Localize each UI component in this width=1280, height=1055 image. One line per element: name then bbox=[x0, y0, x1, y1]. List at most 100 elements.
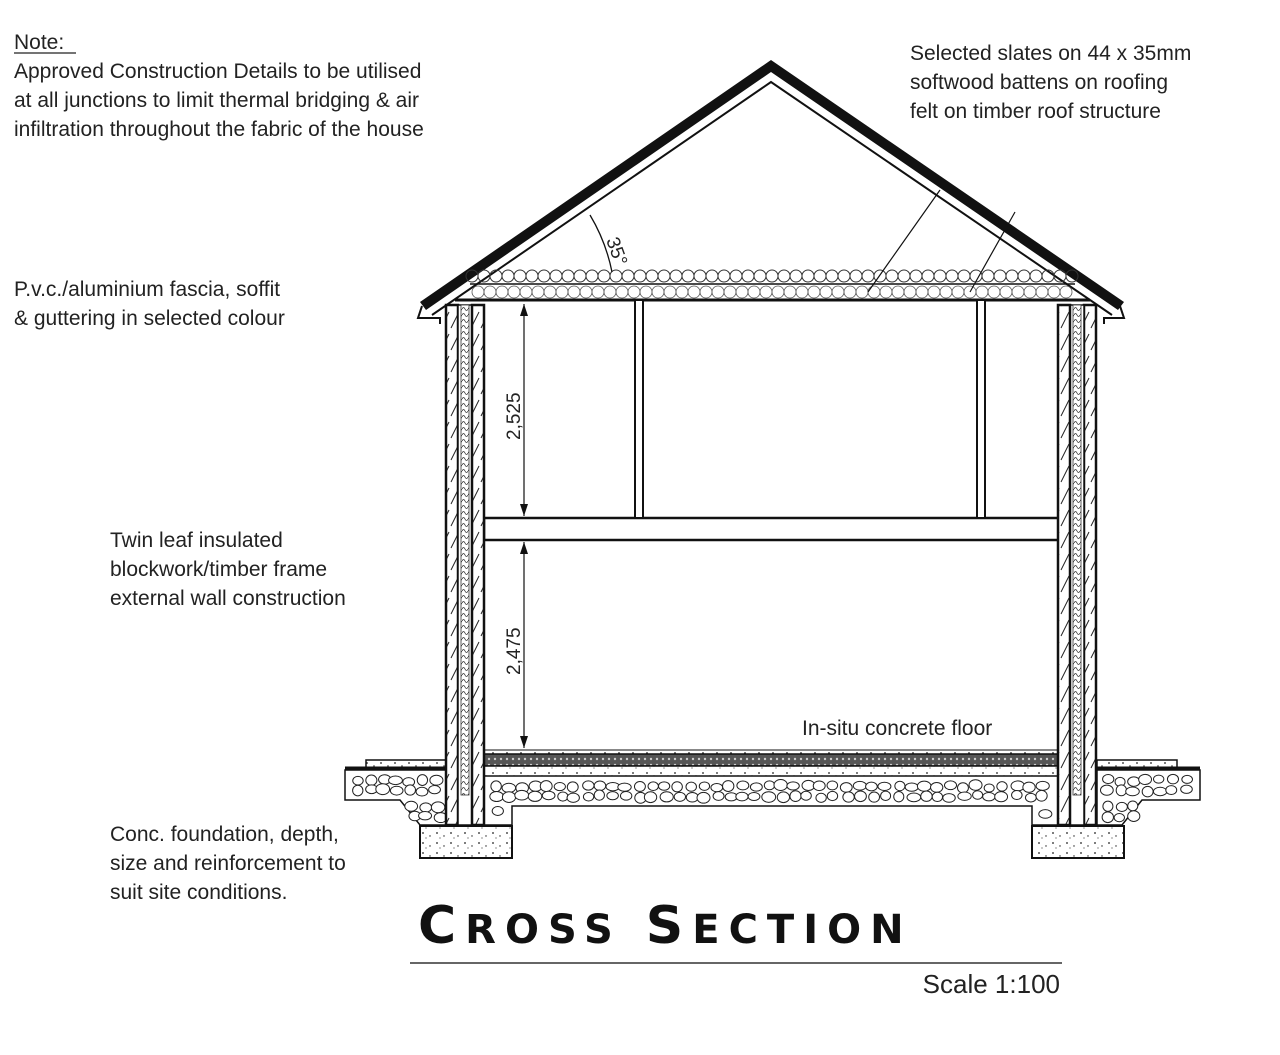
hardcore-stone bbox=[906, 792, 922, 803]
label-line: Selected slates on 44 x 35mm bbox=[910, 42, 1191, 65]
hardcore-stone bbox=[972, 790, 984, 800]
hardcore-stone bbox=[566, 792, 580, 803]
insulation-roll bbox=[837, 269, 851, 283]
gutter-fascia bbox=[416, 305, 1126, 324]
hardcore-stone bbox=[1099, 784, 1114, 796]
foundation-label: Conc. foundation, depth, size and reinfo… bbox=[110, 823, 346, 904]
hardcore-stone bbox=[880, 790, 892, 802]
insulation-roll bbox=[687, 285, 701, 299]
hardcore-stone bbox=[429, 774, 444, 786]
hardcore-stone bbox=[419, 802, 433, 813]
external-walls bbox=[444, 303, 1098, 827]
hardcore-stone bbox=[617, 782, 632, 792]
label-line: blockwork/timber frame bbox=[110, 558, 327, 581]
hardcore-stone bbox=[404, 800, 419, 812]
ground bbox=[344, 759, 1201, 859]
hardcore-stone bbox=[957, 791, 972, 801]
hardcore-stone bbox=[1035, 780, 1050, 791]
insulation-roll bbox=[945, 269, 959, 283]
hardcore-stone bbox=[582, 780, 595, 791]
insulation-roll bbox=[1011, 285, 1025, 299]
leader-line bbox=[867, 189, 941, 293]
label-line: external wall construction bbox=[110, 587, 346, 610]
insulation-roll bbox=[993, 269, 1007, 283]
insulation-roll bbox=[915, 285, 929, 299]
hardcore-stone bbox=[877, 781, 892, 791]
hardcore-stone bbox=[800, 790, 812, 801]
hardcore-stone bbox=[786, 781, 800, 791]
hardcore-stone bbox=[593, 780, 607, 792]
insulation-roll bbox=[951, 285, 965, 299]
hardcore-stone bbox=[735, 791, 749, 802]
scale-label: Scale 1:100 bbox=[923, 969, 1060, 999]
insulation-roll bbox=[885, 269, 899, 283]
insulation-roll bbox=[519, 285, 533, 299]
hardcore-stone bbox=[553, 782, 566, 792]
hardcore-stone bbox=[1181, 774, 1193, 784]
hardcore-stone bbox=[657, 781, 671, 791]
hardcore-stone bbox=[619, 790, 633, 801]
hardcore-stone bbox=[659, 791, 674, 803]
foundation-left bbox=[419, 825, 513, 859]
insulation-roll bbox=[741, 269, 755, 283]
insulation-roll bbox=[525, 269, 539, 283]
hardcore-stone bbox=[1035, 789, 1048, 802]
insulation-roll bbox=[981, 269, 995, 283]
hardcore-stone bbox=[606, 791, 619, 801]
insulation-roll bbox=[531, 285, 545, 299]
insulation-roll bbox=[939, 285, 953, 299]
insulation-roll bbox=[669, 269, 683, 283]
hardcore-stone bbox=[812, 780, 826, 792]
insulation-roll bbox=[723, 285, 737, 299]
insulation-roll bbox=[639, 285, 653, 299]
insulation-roll bbox=[933, 269, 947, 283]
insulation-roll bbox=[495, 285, 509, 299]
insulation-roll bbox=[555, 285, 569, 299]
hardcore-stone bbox=[736, 780, 750, 791]
insulation-roll bbox=[597, 269, 611, 283]
insulation-roll bbox=[693, 269, 707, 283]
hardcore-stone bbox=[773, 779, 788, 792]
hardcore-stone bbox=[527, 790, 543, 802]
partition-stud bbox=[976, 299, 986, 519]
insulation-roll bbox=[699, 285, 713, 299]
insulation-roll bbox=[825, 269, 839, 283]
outer-leaf bbox=[1082, 303, 1098, 827]
hardcore-stone bbox=[854, 790, 867, 803]
hardcore-stone bbox=[671, 781, 683, 793]
label-line: P.v.c./aluminium fascia, soffit bbox=[14, 278, 280, 301]
hardcore-stone bbox=[514, 789, 530, 801]
hardcore-stone bbox=[566, 781, 579, 793]
insulation-roll bbox=[867, 285, 881, 299]
roof-pitch: 35° bbox=[601, 235, 631, 269]
hardcore-stone bbox=[539, 780, 553, 793]
insulation-roll bbox=[783, 285, 797, 299]
hardcore-stone bbox=[698, 781, 711, 791]
insulation-roll bbox=[897, 269, 911, 283]
insulation-roll bbox=[591, 285, 605, 299]
hardcore-stone bbox=[865, 781, 878, 792]
hardcore-stone bbox=[352, 784, 364, 797]
insulation-roll bbox=[651, 285, 665, 299]
inner-leaf bbox=[1056, 303, 1072, 827]
insulation-roll bbox=[717, 269, 731, 283]
insulation-roll bbox=[879, 285, 893, 299]
cavity-insulation bbox=[460, 304, 470, 796]
insulation-roll bbox=[789, 269, 803, 283]
insulation-roll bbox=[681, 269, 695, 283]
hardcore-stone bbox=[541, 790, 556, 801]
hardcore-stone bbox=[852, 780, 867, 791]
hardcore-stone bbox=[1166, 773, 1180, 785]
insulation-roll bbox=[927, 285, 941, 299]
label-line: softwood battens on roofing bbox=[910, 71, 1168, 94]
hardcore-stone bbox=[593, 789, 605, 801]
insulation-roll bbox=[801, 269, 815, 283]
hardcore-stone bbox=[643, 791, 658, 804]
hardcore-stone bbox=[956, 782, 969, 794]
hardcore-stone bbox=[428, 785, 441, 795]
hardcore-stone bbox=[1038, 809, 1053, 819]
insulation-roll bbox=[549, 269, 563, 283]
label-line: felt on timber roof structure bbox=[910, 100, 1161, 123]
hardcore-stone bbox=[1127, 800, 1139, 812]
hardcore-stone bbox=[415, 786, 429, 797]
